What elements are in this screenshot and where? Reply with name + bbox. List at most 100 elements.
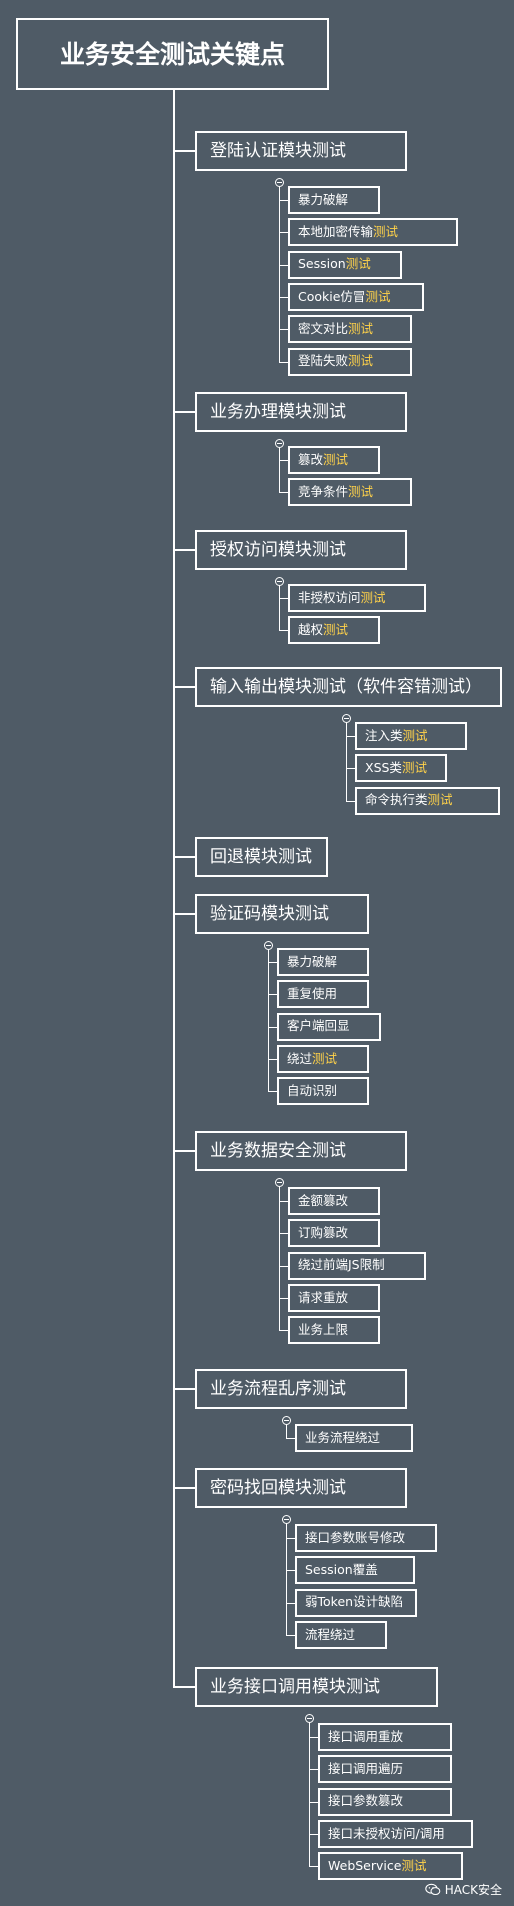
leaf-connector <box>309 1866 318 1868</box>
leaf-connector <box>279 1330 288 1332</box>
leaf-node: 订购篡改 <box>288 1219 380 1248</box>
leaf-node: 重复使用 <box>277 980 369 1009</box>
leaf-connector <box>268 1058 277 1060</box>
leaf-node: 本地加密传输测试 <box>288 218 458 247</box>
leaf-connector <box>268 994 277 996</box>
leaf-node: 接口调用重放 <box>318 1723 452 1751</box>
leaf-connector <box>346 722 347 801</box>
leaf-connector <box>286 1424 287 1438</box>
leaf-connector <box>279 1233 288 1235</box>
branch-connector <box>173 686 195 688</box>
branch-node: 输入输出模块测试（软件容错测试） <box>195 667 502 707</box>
leaf-connector <box>268 949 269 1092</box>
branch-connector <box>173 913 195 915</box>
leaf-connector <box>346 768 355 770</box>
leaf-node: 注入类测试 <box>355 722 467 750</box>
leaf-connector <box>279 630 288 632</box>
leaf-connector <box>279 296 288 298</box>
branch-connector <box>173 549 195 551</box>
wechat-icon <box>424 1883 441 1896</box>
leaf-connector <box>286 1634 295 1636</box>
leaf-connector <box>279 492 288 494</box>
branch-node: 密码找回模块测试 <box>195 1468 407 1508</box>
leaf-connector <box>309 1801 318 1803</box>
leaf-connector <box>346 736 355 737</box>
spine-line <box>173 90 175 1687</box>
leaf-node: 业务上限 <box>288 1316 380 1345</box>
leaf-connector <box>279 200 288 201</box>
leaf-connector <box>268 962 277 963</box>
leaf-node: 接口参数篡改 <box>318 1787 452 1816</box>
leaf-connector <box>279 460 288 461</box>
leaf-connector <box>279 1297 288 1299</box>
branch-connector <box>173 1686 195 1688</box>
leaf-connector <box>309 1722 310 1867</box>
leaf-connector <box>309 1737 318 1738</box>
leaf-node: 非授权访问测试 <box>288 584 426 612</box>
branch-node: 授权访问模块测试 <box>195 530 407 570</box>
leaf-connector <box>268 1026 277 1028</box>
leaf-connector <box>279 264 288 266</box>
map-root-title: 业务安全测试关键点 <box>16 18 329 90</box>
leaf-node: 篡改测试 <box>288 446 380 474</box>
leaf-node: 越权测试 <box>288 616 380 645</box>
branch-connector <box>173 1487 195 1489</box>
leaf-node: 自动识别 <box>277 1077 369 1106</box>
leaf-node: 竞争条件测试 <box>288 478 412 507</box>
branch-node: 验证码模块测试 <box>195 894 369 934</box>
leaf-node: 暴力破解 <box>277 948 369 976</box>
leaf-node: 接口调用遍历 <box>318 1755 452 1784</box>
leaf-connector <box>309 1769 318 1771</box>
leaf-node: 接口未授权访问/调用 <box>318 1819 473 1848</box>
leaf-connector <box>279 1186 280 1331</box>
leaf-connector <box>279 1201 288 1202</box>
leaf-connector <box>309 1833 318 1835</box>
leaf-node: 命令执行类测试 <box>355 786 500 815</box>
leaf-node: 登陆失败测试 <box>288 347 412 376</box>
watermark: HACK安全 <box>424 1881 502 1898</box>
leaf-connector <box>279 232 288 234</box>
leaf-connector <box>286 1523 287 1635</box>
leaf-connector <box>279 329 288 331</box>
leaf-connector <box>279 447 280 493</box>
branch-node: 业务数据安全测试 <box>195 1131 407 1171</box>
watermark-text: HACK安全 <box>444 1883 502 1897</box>
leaf-node: 弱Token设计缺陷 <box>295 1588 417 1617</box>
leaf-node: Session覆盖 <box>295 1556 415 1585</box>
leaf-node: 业务流程绕过 <box>295 1424 413 1452</box>
leaf-connector <box>279 598 288 599</box>
leaf-node: 接口参数账号修改 <box>295 1524 437 1552</box>
branch-connector <box>173 150 195 152</box>
branch-node: 登陆认证模块测试 <box>195 131 407 171</box>
branch-connector <box>173 1150 195 1152</box>
branch-node: 回退模块测试 <box>195 837 328 877</box>
leaf-connector <box>279 585 280 631</box>
leaf-node: 绕过前端JS限制 <box>288 1251 426 1280</box>
leaf-node: 客户端回显 <box>277 1012 381 1041</box>
branch-connector <box>173 856 195 858</box>
leaf-connector <box>286 1538 295 1539</box>
branch-node: 业务流程乱序测试 <box>195 1369 407 1409</box>
leaf-node: 金额篡改 <box>288 1187 380 1215</box>
leaf-node: 请求重放 <box>288 1283 380 1312</box>
leaf-connector <box>286 1438 295 1439</box>
leaf-connector <box>346 800 355 802</box>
leaf-connector <box>286 1602 295 1604</box>
leaf-node: 绕过测试 <box>277 1044 369 1073</box>
leaf-node: XSS类测试 <box>355 754 447 783</box>
leaf-connector <box>279 361 288 363</box>
branch-connector <box>173 1388 195 1390</box>
branch-node: 业务接口调用模块测试 <box>195 1667 438 1707</box>
leaf-node: Cookie仿冒测试 <box>288 282 424 311</box>
leaf-node: 流程绕过 <box>295 1620 387 1649</box>
leaf-node: 密文对比测试 <box>288 315 412 344</box>
branch-node: 业务办理模块测试 <box>195 392 407 432</box>
leaf-connector <box>279 1265 288 1267</box>
leaf-node: 暴力破解 <box>288 186 380 214</box>
leaf-connector <box>268 1091 277 1093</box>
branch-connector <box>173 411 195 413</box>
leaf-connector <box>286 1570 295 1572</box>
